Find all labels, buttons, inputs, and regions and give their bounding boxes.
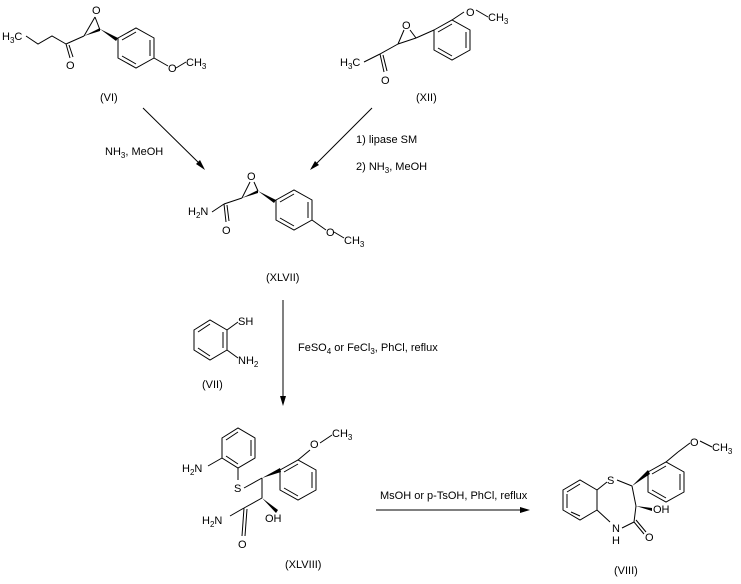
- arrow-xii-to-xlvii: [310, 107, 373, 170]
- atom-sh: SH: [238, 316, 253, 328]
- atom-o: O: [238, 539, 247, 551]
- atom-h3c: H3C: [2, 31, 22, 45]
- arrow-xlvii-to-xlviii: [280, 300, 286, 406]
- atom-s: S: [607, 475, 614, 487]
- atom-h2n: H2N: [182, 463, 202, 477]
- atom-o: O: [92, 5, 101, 17]
- reagent-step-1: 1) lipase SM: [356, 134, 417, 146]
- atom-o: O: [381, 75, 390, 87]
- compound-vi: H3C O O O CH3 (VI): [2, 5, 207, 104]
- atom-h2n: H2N: [188, 206, 208, 220]
- atom-o: O: [690, 437, 699, 449]
- reagent-vi-to-xlvii: NH3, MeOH: [105, 146, 163, 160]
- atom-n: N: [612, 523, 620, 535]
- atom-ch3: CH3: [712, 442, 733, 456]
- atom-oh: OH: [265, 513, 282, 525]
- atom-ch3: CH3: [186, 57, 207, 71]
- compound-label: (XII): [416, 92, 437, 104]
- reagent-step-2: 2) NH3, MeOH: [356, 161, 427, 175]
- compound-label: (VIII): [614, 565, 638, 577]
- atom-o: O: [326, 227, 335, 239]
- compound-label: (VII): [202, 379, 223, 391]
- atom-h2n: H2N: [202, 515, 222, 529]
- atom-h3c: H3C: [340, 57, 360, 71]
- atom-o: O: [466, 7, 475, 19]
- compound-label: (XLVIII): [285, 559, 321, 571]
- atom-o: O: [222, 225, 231, 237]
- atom-o: O: [402, 20, 411, 32]
- atom-ch3: CH3: [488, 12, 509, 26]
- compound-xii: H3C O O O CH3 (XII): [340, 7, 509, 104]
- reagent-xlviii-to-viii: MsOH or p-TsOH, PhCl, reflux: [380, 490, 528, 502]
- compound-label: (XLVII): [266, 272, 299, 284]
- compound-label: (VI): [100, 92, 118, 104]
- atom-o: O: [168, 63, 177, 75]
- compound-vii: SH NH2 (VII): [193, 316, 259, 391]
- atom-h: H: [612, 535, 620, 547]
- atom-o: O: [247, 171, 256, 183]
- atom-o: O: [310, 439, 319, 451]
- reagent-xlvii-to-xlviii: FeSO4 or FeCl3, PhCl, reflux: [298, 342, 438, 356]
- atom-ch3: CH3: [332, 428, 353, 442]
- compound-viii: S O CH3 OH O N H (VIII): [562, 437, 733, 577]
- compound-xlvii: H2N O O O CH3 (XLVII): [188, 171, 365, 284]
- atom-nh2: NH2: [238, 355, 259, 369]
- atom-oh: OH: [653, 504, 670, 516]
- atom-o: O: [645, 532, 654, 544]
- compound-xlviii: H2N S O CH3 OH H2N O (XLVIII): [182, 427, 353, 571]
- atom-ch3: CH3: [344, 235, 365, 249]
- arrow-vi-to-xlvii: [142, 107, 205, 170]
- atom-o: O: [66, 60, 75, 72]
- atom-s: S: [234, 483, 241, 495]
- arrow-xlviii-to-viii: [376, 507, 530, 513]
